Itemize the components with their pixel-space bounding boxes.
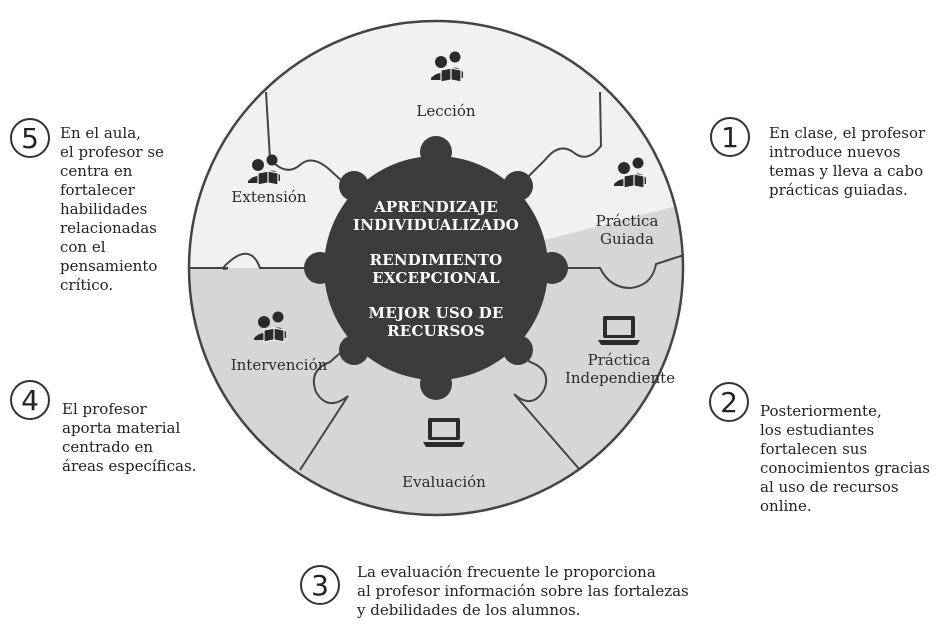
evaluacion-laptop-icon	[423, 418, 465, 447]
step-1-number: 1	[710, 117, 750, 157]
hub-line-3: RENDIMIENTO	[370, 251, 503, 269]
hub-line-6: RECURSOS	[387, 322, 485, 340]
wheel-outer-ring	[187, 19, 685, 517]
step-2-text: Posteriormente, los estudiantes fortalec…	[760, 402, 930, 515]
practica-independiente-laptop-icon	[598, 316, 640, 345]
step-4-text: El profesor aporta material centrado en …	[62, 400, 197, 475]
step-5-text: En el aula, el profesor se centra en for…	[60, 124, 164, 294]
step-1-text: En clase, el profesor introduce nuevos t…	[769, 124, 926, 199]
step-3-number: 3	[300, 565, 340, 605]
segment-practica-independiente-line2: Independiente	[565, 369, 675, 387]
hub-line-5: MEJOR USO DE	[369, 304, 504, 322]
segment-evaluacion: Evaluación	[402, 473, 486, 491]
step-5-number: 5	[10, 118, 50, 158]
segment-dividers	[190, 91, 685, 471]
hub-line-1: APRENDIZAJE	[373, 198, 498, 216]
step-3-text: La evaluación frecuente le proporciona a…	[357, 563, 689, 619]
step-2-number: 2	[709, 382, 749, 422]
central-hub	[304, 136, 568, 400]
segment-extension: Extensión	[231, 188, 307, 206]
segment-intervencion: Intervención	[231, 356, 328, 374]
segment-practica-guiada-line2: Guiada	[600, 230, 654, 248]
hub-line-2: INDIVIDUALIZADO	[353, 216, 519, 234]
segment-practica-guiada-line1: Práctica	[596, 212, 659, 230]
step-4-number: 4	[10, 380, 50, 420]
segment-practica-independiente-line1: Práctica	[588, 351, 651, 369]
hub-line-4: EXCEPCIONAL	[372, 269, 500, 287]
segment-leccion: Lección	[416, 102, 475, 120]
